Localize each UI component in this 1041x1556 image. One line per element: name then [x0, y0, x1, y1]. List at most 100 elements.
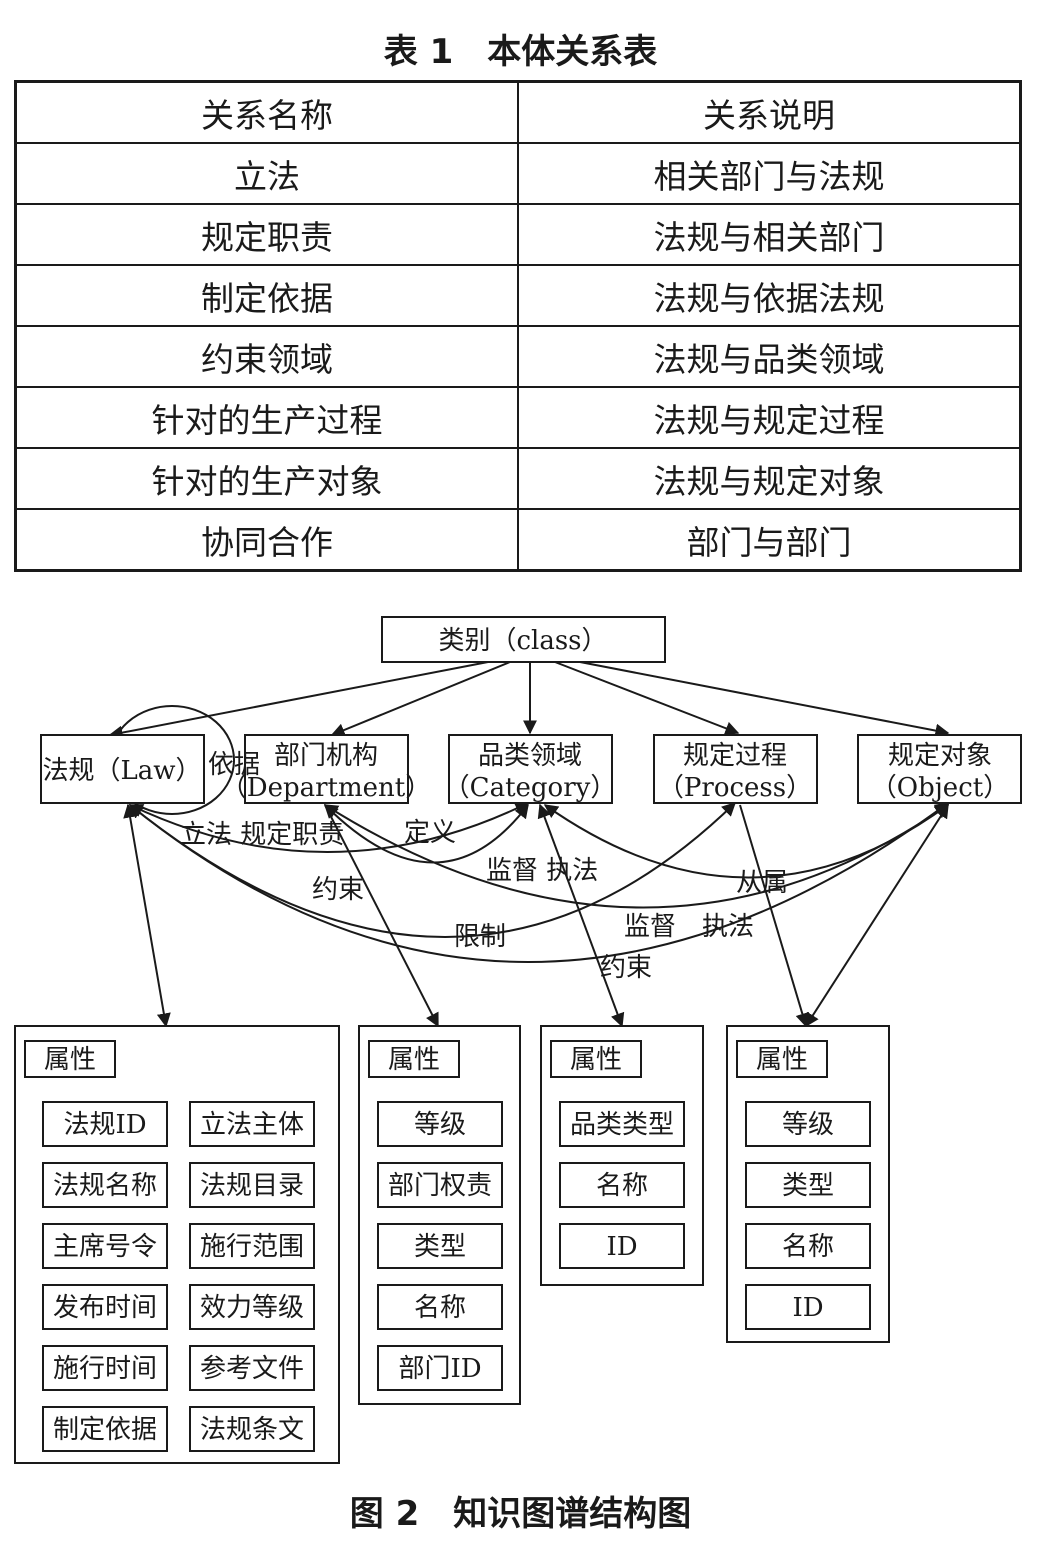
label-relation-lifa: 立法 规定职责: [180, 820, 344, 850]
table-row: 协同合作部门与部门: [14, 508, 1022, 572]
edge-cat-attrs: [537, 803, 625, 1028]
table-cell: 法规与规定过程: [517, 386, 1022, 449]
svg-text:法规（Law）: 法规（Law）: [42, 756, 201, 786]
attr-item: 施行范围: [189, 1223, 315, 1269]
svg-text:（Process）: （Process）: [658, 773, 812, 803]
edge-root-obj: [579, 661, 950, 738]
attr-item: 等级: [745, 1101, 871, 1147]
svg-text:类型: 类型: [414, 1232, 466, 1262]
table-row: 规定职责法规与相关部门: [14, 203, 1022, 266]
table-header-row: 关系名称 关系说明: [14, 80, 1022, 144]
table-cell: 针对的生产过程: [14, 386, 519, 449]
table-row: 针对的生产过程法规与规定过程: [14, 386, 1022, 449]
class-node-process: 规定过程 （Process）: [653, 734, 818, 804]
svg-text:参考文件: 参考文件: [200, 1354, 304, 1384]
svg-text:名称: 名称: [414, 1293, 466, 1323]
label-relation-xianzhi: 限制: [454, 922, 506, 952]
svg-text:（Category）: （Category）: [444, 773, 617, 803]
svg-text:规定对象: 规定对象: [888, 741, 992, 771]
table-cell: 制定依据: [14, 264, 519, 327]
attr-item: 名称: [559, 1162, 685, 1208]
svg-text:类型: 类型: [782, 1171, 834, 1201]
table-cell: 针对的生产对象: [14, 447, 519, 510]
svg-text:属性: 属性: [388, 1045, 440, 1075]
table-cell: 法规与规定对象: [517, 447, 1022, 510]
attr-item: 立法主体: [189, 1101, 315, 1147]
attr-item: 施行时间: [42, 1345, 168, 1391]
attr-item: 制定依据: [42, 1406, 168, 1452]
edge-root-proc: [554, 661, 740, 735]
svg-text:等级: 等级: [414, 1110, 466, 1140]
svg-text:品类类型: 品类类型: [570, 1110, 674, 1140]
table-row: 约束领域法规与品类领域: [14, 325, 1022, 388]
edge-root-law: [108, 661, 489, 740]
svg-text:类别（class）: 类别（class）: [438, 626, 607, 656]
svg-text:等级: 等级: [782, 1110, 834, 1140]
attr-item: 等级: [377, 1101, 503, 1147]
edge-dept-attrs: [324, 804, 439, 1028]
svg-text:属性: 属性: [44, 1045, 96, 1075]
table-cell: 约束领域: [14, 325, 519, 388]
table-cell: 协同合作: [14, 508, 519, 572]
attr-title-dept: 属性: [368, 1040, 460, 1078]
attr-item: 法规ID: [42, 1101, 168, 1147]
attr-item: 类型: [377, 1223, 503, 1269]
svg-text:效力等级: 效力等级: [200, 1293, 304, 1323]
attr-group-department: [358, 1025, 521, 1405]
svg-text:名称: 名称: [782, 1232, 834, 1262]
svg-text:规定过程: 规定过程: [683, 741, 787, 771]
svg-text:部门ID: 部门ID: [398, 1354, 481, 1384]
table-cell: 法规与相关部门: [517, 203, 1022, 266]
label-relation-dingyi: 定义: [404, 818, 456, 848]
svg-text:立法主体: 立法主体: [200, 1110, 304, 1140]
attr-title-obj: 属性: [736, 1040, 828, 1078]
svg-text:（Object）: （Object）: [871, 773, 1009, 803]
table-cell: 规定职责: [14, 203, 519, 266]
attr-title-law: 属性: [24, 1040, 116, 1078]
attr-title-cat: 属性: [550, 1040, 642, 1078]
figure-caption: 图 2 知识图谱结构图: [349, 1494, 692, 1534]
svg-text:ID: ID: [606, 1232, 637, 1262]
class-node-law: 法规（Law）: [40, 734, 205, 804]
label-self-relation: 依据: [208, 750, 260, 780]
table-cell: 部门与部门: [517, 508, 1022, 572]
svg-text:属性: 属性: [570, 1045, 622, 1075]
svg-text:名称: 名称: [596, 1171, 648, 1201]
svg-text:（Department）: （Department）: [221, 773, 432, 803]
edge-root-dept: [330, 661, 511, 737]
attr-item: 效力等级: [189, 1284, 315, 1330]
svg-text:施行时间: 施行时间: [53, 1354, 157, 1384]
attr-item: 部门权责: [377, 1162, 503, 1208]
header-cell: 关系名称: [14, 80, 519, 144]
header-cell: 关系说明: [517, 80, 1022, 144]
table-cell: 法规与依据法规: [517, 264, 1022, 327]
table-row: 针对的生产对象法规与规定对象: [14, 447, 1022, 510]
svg-text:法规ID: 法规ID: [63, 1110, 146, 1140]
class-node-department: 部门机构 （Department）: [221, 734, 432, 804]
svg-text:主席号令: 主席号令: [53, 1232, 157, 1262]
edge-law-cat: [128, 802, 530, 853]
attr-item: 品类类型: [559, 1101, 685, 1147]
table-cell: 相关部门与法规: [517, 142, 1022, 205]
table-cell: 立法: [14, 142, 519, 205]
table-row: 制定依据法规与依据法规: [14, 264, 1022, 327]
attr-item: 名称: [377, 1284, 503, 1330]
edge-proc-attrs: [739, 804, 810, 1028]
table-row: 立法相关部门与法规: [14, 142, 1022, 205]
label-relation-congshu: 从属: [736, 868, 788, 898]
svg-text:属性: 属性: [756, 1045, 808, 1075]
attr-item: ID: [559, 1223, 685, 1269]
edge-law-attrs: [123, 803, 171, 1028]
table-cell: 法规与品类领域: [517, 325, 1022, 388]
svg-text:法规目录: 法规目录: [200, 1171, 304, 1201]
table-title: 表 1 本体关系表: [383, 32, 658, 72]
svg-text:ID: ID: [792, 1293, 823, 1323]
label-relation-jiandu2: 监督 执法: [624, 912, 754, 942]
attr-item: 法规目录: [189, 1162, 315, 1208]
label-relation-jiandu1: 监督 执法: [486, 856, 598, 886]
svg-text:法规条文: 法规条文: [200, 1415, 304, 1445]
attr-item: 部门ID: [377, 1345, 503, 1391]
label-relation-yueshu1: 约束: [312, 875, 364, 905]
svg-text:制定依据: 制定依据: [53, 1415, 157, 1445]
